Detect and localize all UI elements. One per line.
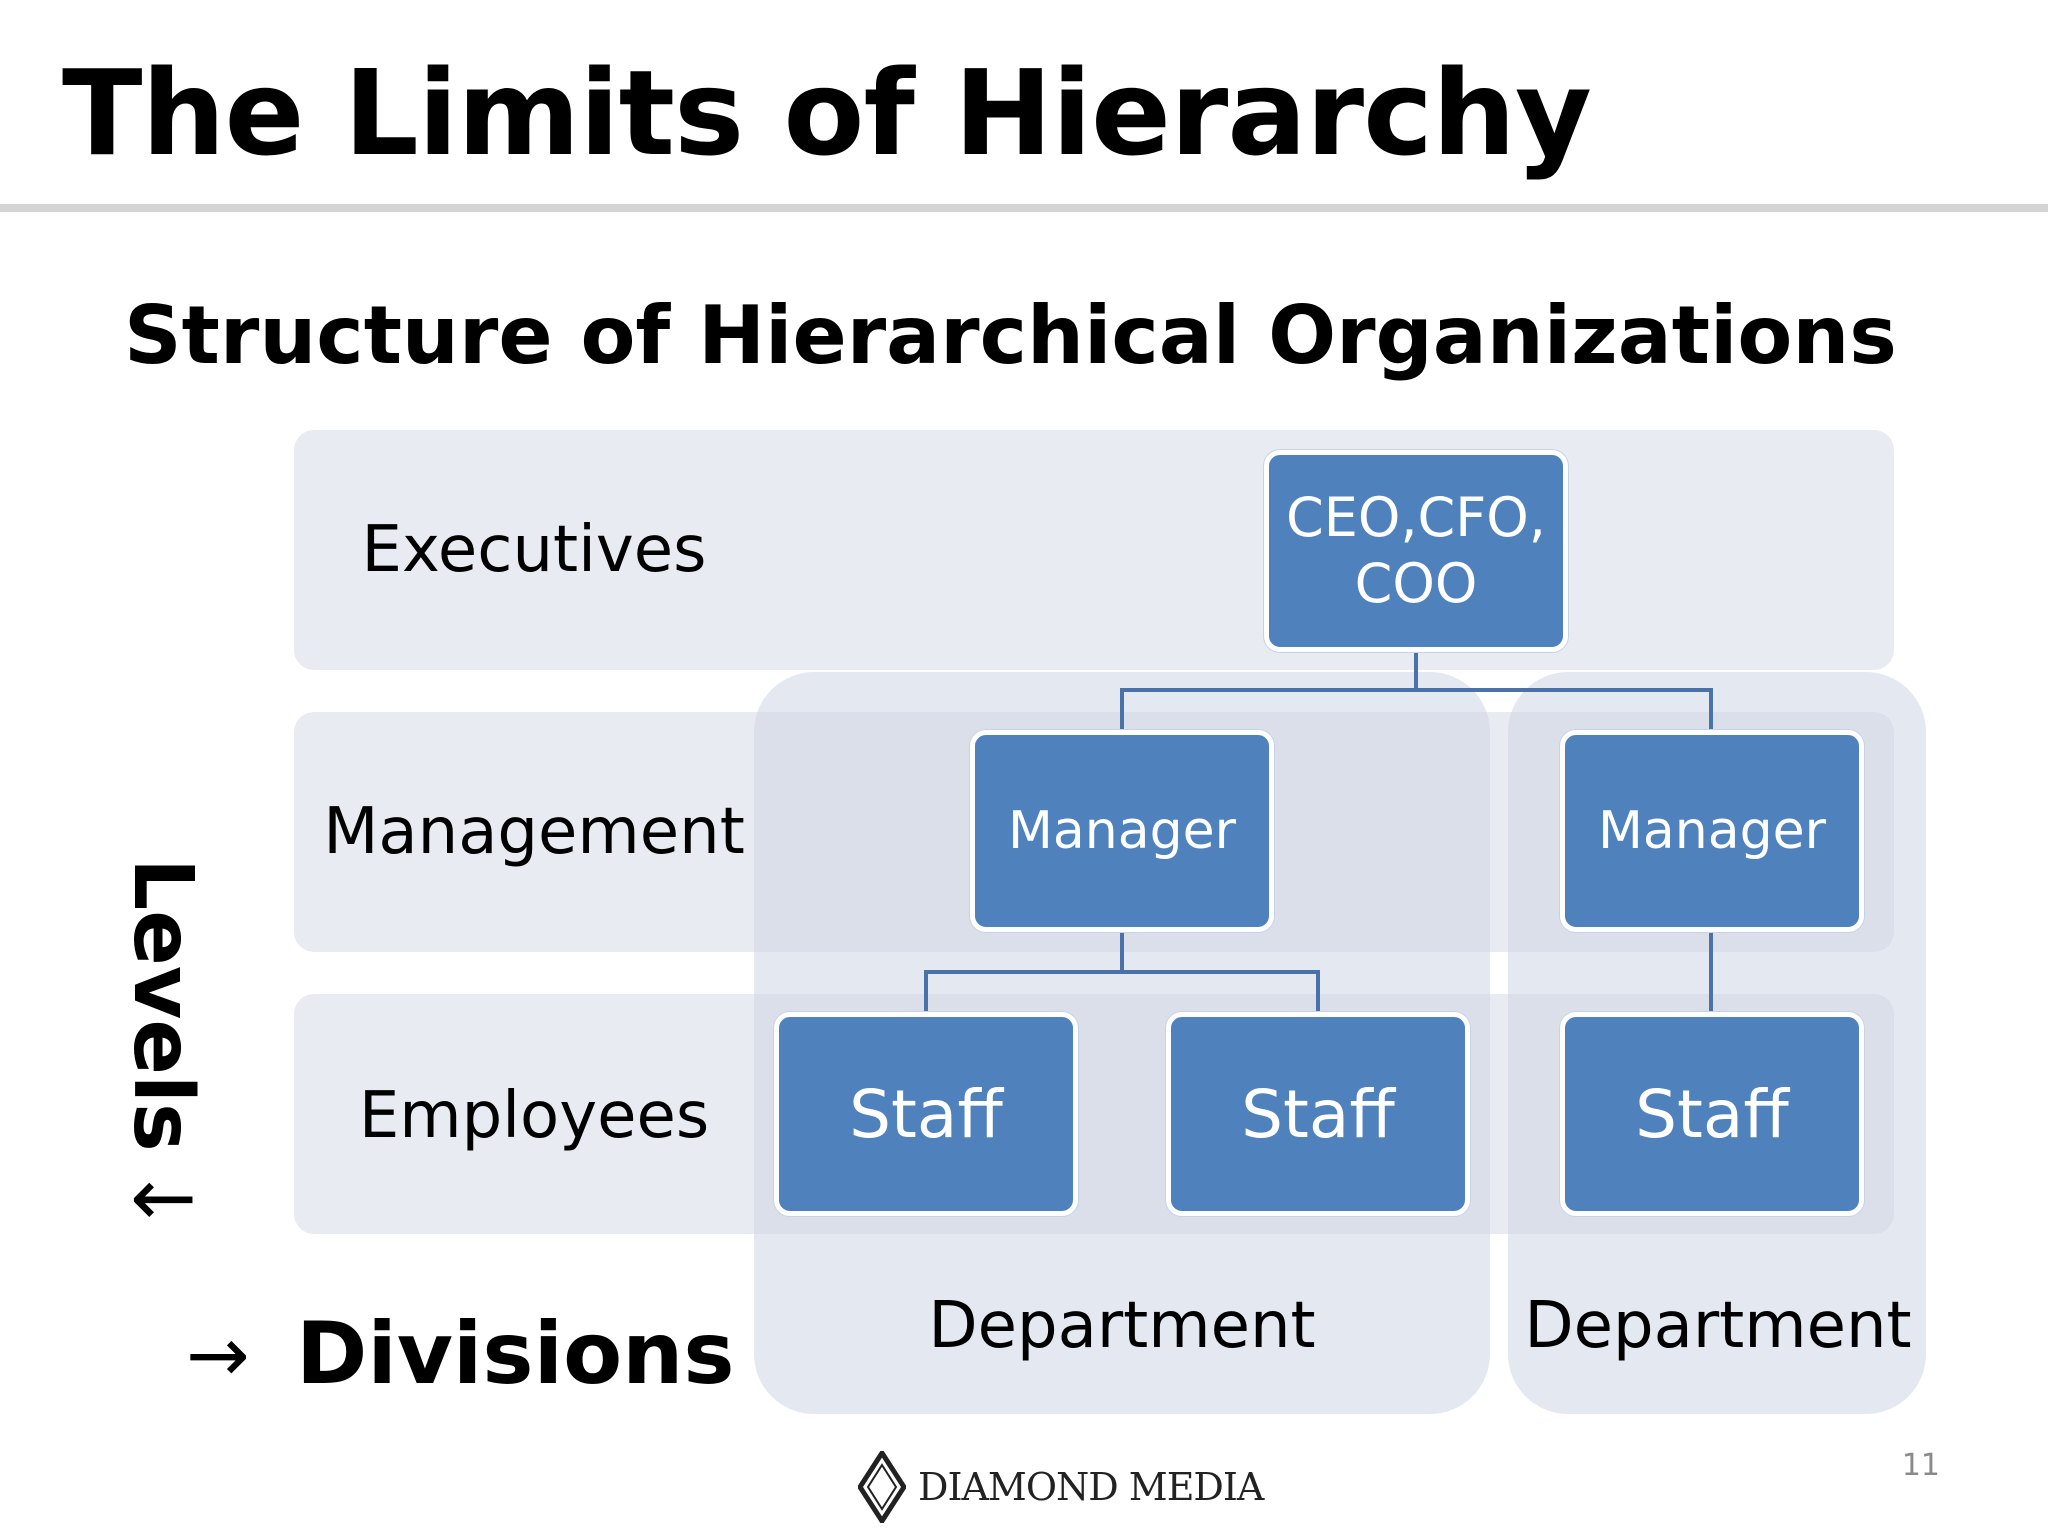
slide-title: The Limits of Hierarchy — [62, 44, 1592, 182]
department-label-2: Department — [1524, 1289, 1912, 1363]
title-divider — [0, 204, 2048, 212]
band-executives — [294, 430, 1894, 670]
node-manager-1: Manager — [970, 730, 1274, 932]
slide-subtitle: Structure of Hierarchical Organizations — [124, 289, 1897, 382]
node-executives-line2: COO — [1354, 552, 1478, 615]
levels-label: Levels — [115, 858, 210, 1152]
diamond-logo-icon — [858, 1451, 906, 1523]
node-staff-3: Staff — [1560, 1012, 1864, 1216]
node-staff-1: Staff — [774, 1012, 1078, 1216]
levels-axis: Levels ← — [112, 858, 212, 1238]
level-label-executives: Executives — [361, 513, 707, 587]
department-label-1: Department — [928, 1289, 1316, 1363]
node-executives: CEO,CFO, COO — [1264, 450, 1568, 652]
divisions-label: Divisions — [296, 1304, 735, 1404]
logo-text: DIAMOND MEDIA — [918, 1465, 1264, 1509]
node-executives-line1: CEO,CFO, — [1286, 486, 1546, 549]
connector-exec-to-managers — [1120, 650, 1713, 730]
node-staff-2: Staff — [1166, 1012, 1470, 1216]
node-manager-2: Manager — [1560, 730, 1864, 932]
levels-arrow-icon: ← — [130, 1151, 198, 1244]
level-label-employees: Employees — [358, 1079, 710, 1153]
connector-manager1-to-staff — [924, 930, 1320, 1012]
level-label-management: Management — [323, 795, 745, 869]
page-number: 11 — [1901, 1448, 1940, 1483]
divisions-arrow-icon: → — [186, 1310, 250, 1399]
diamond-media-logo: DIAMOND MEDIA — [858, 1448, 1264, 1526]
